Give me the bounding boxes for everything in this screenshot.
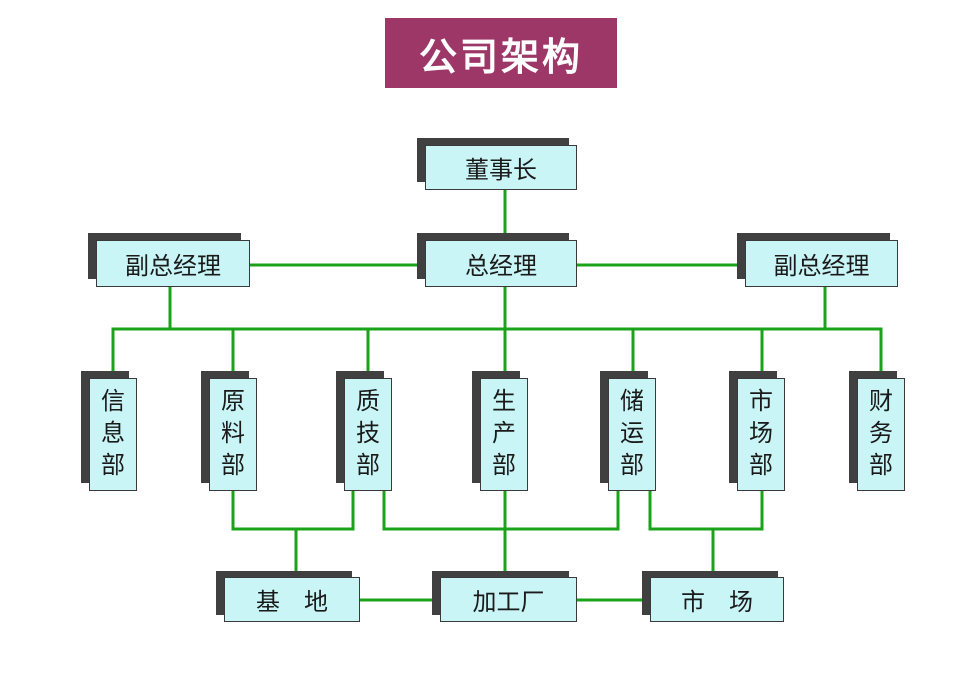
department-label-char: 部 [869,451,893,479]
department-box: 生产部 [480,378,528,491]
department-box: 原料部 [209,378,257,491]
deputy-gm-right-box: 副总经理 [745,240,898,287]
department-label-char: 产 [492,419,516,447]
department-label-char: 质 [356,387,380,415]
department-label-char: 财 [869,387,893,415]
department-box: 市场部 [737,378,785,491]
department-label-char: 运 [620,419,644,447]
department-label-char: 部 [356,451,380,479]
department-label-char: 市 [749,387,773,415]
department-label-char: 部 [620,451,644,479]
department-label-char: 部 [221,451,245,479]
connector-line [231,489,355,531]
factory-box: 加工厂 [440,577,577,622]
department-label-char: 原 [221,387,245,415]
department-box: 质技部 [344,378,392,491]
department-label-char: 部 [101,451,125,479]
department-label-char: 部 [492,451,516,479]
department-box: 财务部 [857,378,905,491]
department-label-char: 储 [620,387,644,415]
general-manager-box: 总经理 [425,240,577,287]
department-label-char: 信 [101,387,125,415]
department-box: 信息部 [89,378,137,491]
department-label-char: 部 [749,451,773,479]
department-label-char: 场 [749,419,773,447]
department-label-char: 料 [221,419,245,447]
connector-line [648,489,764,531]
chart-title: 公司架构 [385,18,617,88]
connector-line [382,489,620,531]
department-label-char: 生 [492,387,516,415]
chairman-box: 董事长 [425,145,577,190]
department-box: 储运部 [608,378,656,491]
base-box: 基 地 [224,577,360,622]
department-label-char: 务 [869,419,893,447]
deputy-gm-left-box: 副总经理 [96,240,250,287]
department-label-char: 息 [101,419,125,447]
market-box: 市 场 [650,577,784,622]
department-label-char: 技 [356,419,380,447]
